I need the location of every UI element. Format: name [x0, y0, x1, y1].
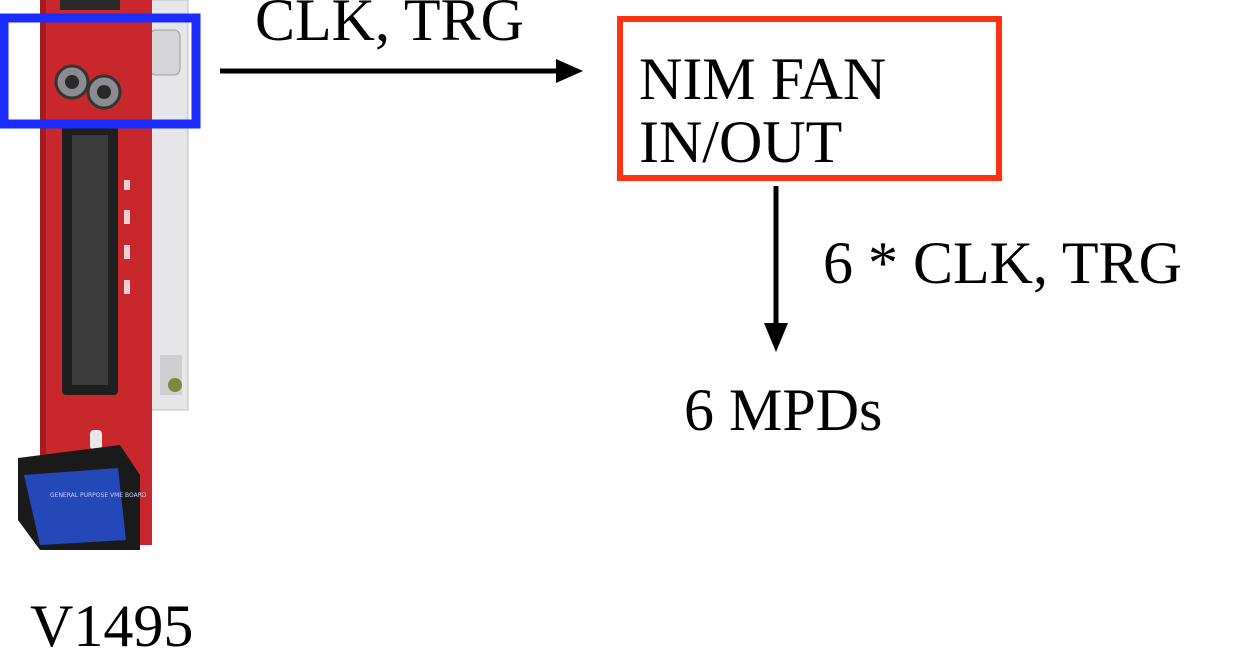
v1495-module-image: GENERAL PURPOSE VME BOARD — [0, 0, 201, 550]
module-name-label: V1495 — [30, 593, 194, 659]
arrow-fan-to-mpds — [764, 186, 788, 352]
input-signal-label: CLK, TRG — [255, 0, 524, 53]
output-signal-label: 6 * CLK, TRG — [823, 230, 1182, 296]
arrow-module-to-fan — [220, 59, 583, 83]
destination-label: 6 MPDs — [684, 377, 883, 443]
connector-highlight-box — [0, 13, 201, 129]
module-panel-label: GENERAL PURPOSE VME BOARD — [50, 492, 147, 499]
nim-fan-in-out-box: NIM FAN IN/OUT — [617, 16, 1002, 181]
nim-box-line2: IN/OUT — [639, 109, 843, 175]
nim-box-line1: NIM FAN — [639, 46, 887, 112]
